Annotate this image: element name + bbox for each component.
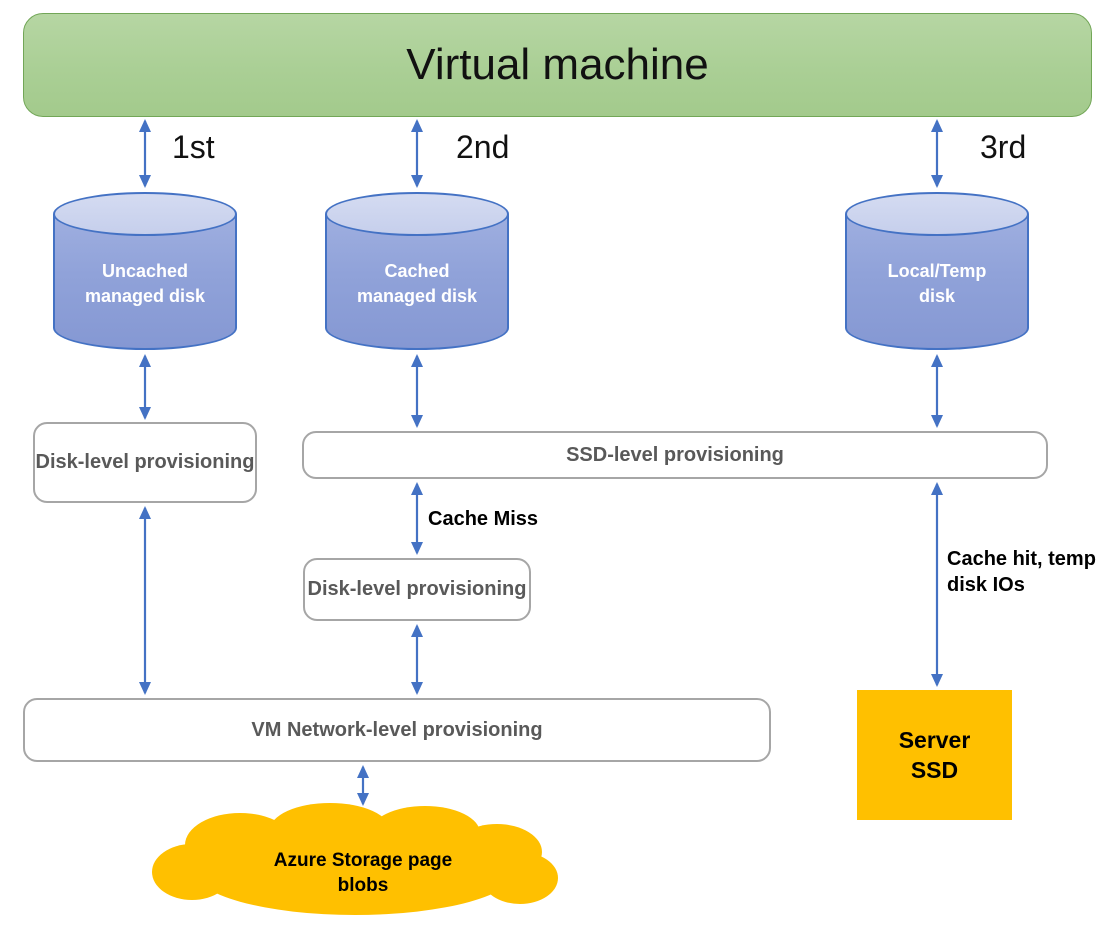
disk-label-text: Local/Temp disk <box>887 261 987 306</box>
local-temp-disk-label: Local/Temp disk <box>853 224 1021 344</box>
disk-level-provisioning-label: Disk-level provisioning <box>35 451 255 473</box>
disk-label-text: Cached managed disk <box>356 261 478 306</box>
cached-managed-disk-label: Cached managed disk <box>333 224 501 344</box>
local-temp-disk-cylinder: Local/Temp disk <box>845 192 1029 350</box>
disk-label-text: Uncached managed disk <box>84 261 206 306</box>
cache-miss-label: Cache Miss <box>428 508 539 530</box>
disk-level-provisioning-box-middle: Disk-level provisioning <box>303 558 531 621</box>
order-label-1st: 1st <box>172 129 215 165</box>
ssd-level-provisioning-box: SSD-level provisioning <box>302 431 1048 479</box>
order-label-3rd: 3rd <box>980 129 1027 165</box>
disk-level-provisioning-box-left: Disk-level provisioning <box>33 422 257 503</box>
order-label-2nd: 2nd <box>456 129 510 165</box>
vm-network-level-provisioning-box: VM Network-level provisioning <box>23 698 771 762</box>
ssd-level-provisioning-label: SSD-level provisioning <box>566 443 784 466</box>
vm-network-level-provisioning-label: VM Network-level provisioning <box>251 718 543 741</box>
cylinder-top-ellipse <box>325 192 509 236</box>
cylinder-top-ellipse <box>53 192 237 236</box>
virtual-machine-label: Virtual machine <box>406 40 709 89</box>
cylinder-body <box>845 214 1029 350</box>
cache-hit-temp-disk-ios-label: Cache hit, temp disk IOs <box>947 548 1096 596</box>
virtual-machine-box: Virtual machine <box>23 13 1092 117</box>
cylinder-body <box>53 214 237 350</box>
uncached-managed-disk-label: Uncached managed disk <box>61 224 229 344</box>
cylinder-body <box>325 214 509 350</box>
azure-storage-page-blobs-label: Azure Storage page blobs <box>273 850 453 896</box>
server-ssd-label: Server SSD <box>898 727 971 783</box>
server-ssd-box: Server SSD <box>857 690 1012 820</box>
uncached-managed-disk-cylinder: Uncached managed disk <box>53 192 237 350</box>
cached-managed-disk-cylinder: Cached managed disk <box>325 192 509 350</box>
cylinder-top-ellipse <box>845 192 1029 236</box>
disk-level-provisioning-label: Disk-level provisioning <box>307 578 527 600</box>
